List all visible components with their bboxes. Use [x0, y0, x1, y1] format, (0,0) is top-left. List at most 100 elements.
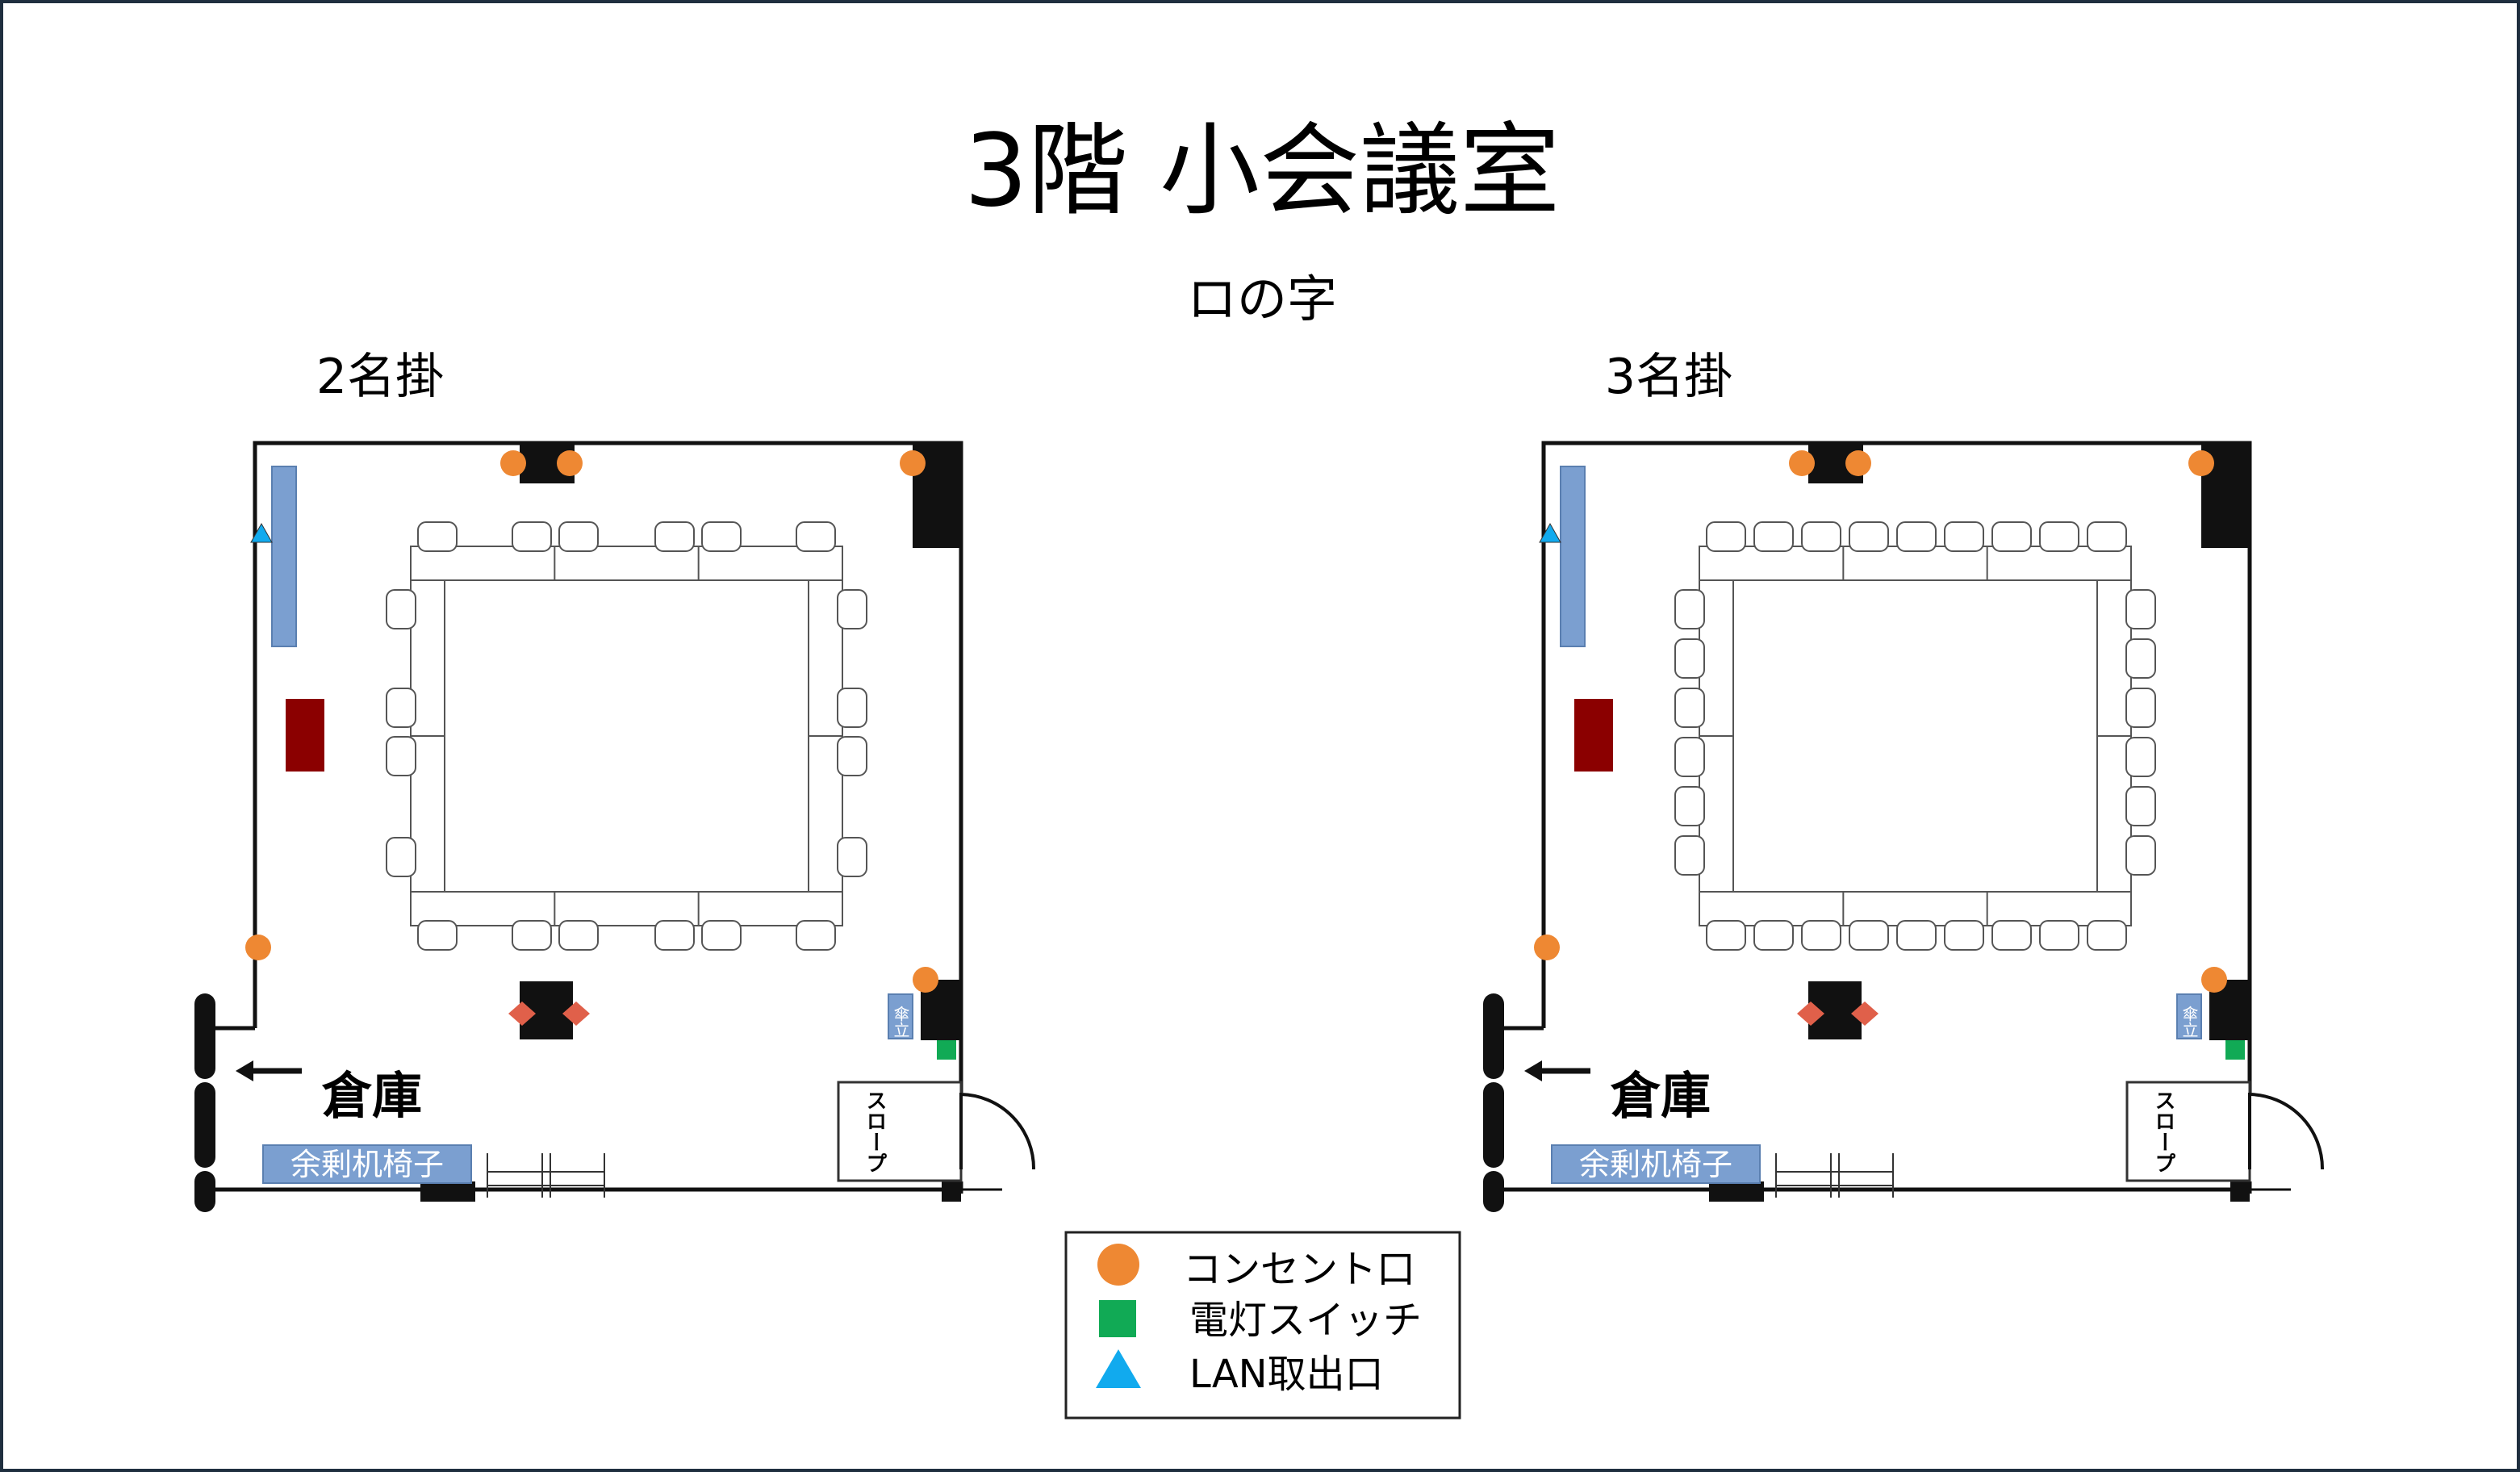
outlet-icon [913, 967, 938, 993]
chair [837, 837, 867, 877]
light-switch-icon [937, 1040, 956, 1060]
chair [2125, 638, 2156, 679]
spare-furniture-panel [1551, 1144, 1761, 1184]
cabinet [1574, 699, 1613, 772]
chair [1896, 521, 1937, 552]
outlet-icon [1845, 450, 1871, 476]
outlet-icon [1789, 450, 1815, 476]
chair [2125, 835, 2156, 876]
entrance-door [959, 1092, 1036, 1170]
chair [837, 688, 867, 728]
chair [386, 589, 416, 629]
lan-legend-icon [1096, 1349, 1141, 1388]
pillar [1709, 1181, 1764, 1202]
lan-port-icon [1539, 522, 1561, 543]
pillar [2230, 1181, 2250, 1202]
chair [1674, 589, 1705, 629]
diamond-icon [508, 1002, 536, 1026]
umbrella-stand-label: 傘立 [2179, 1006, 2199, 1038]
chair [1991, 521, 2032, 552]
chair [1944, 521, 1984, 552]
outlet-icon [500, 450, 526, 476]
chair [386, 837, 416, 877]
slope-label: スロープ [863, 1089, 887, 1173]
outlet-icon [2201, 967, 2227, 993]
arrow-left-icon [1524, 1060, 1542, 1081]
spare-furniture-label: 余剰机椅子 [290, 1147, 444, 1182]
chair [1674, 835, 1705, 876]
legend-label-outlet: コンセント口 [1183, 1247, 1415, 1292]
outlet-icon [1534, 935, 1560, 960]
chair [386, 688, 416, 728]
chair [1801, 920, 1841, 951]
legend: コンセント口 電灯スイッチ LAN取出口 [1064, 1231, 1461, 1420]
legend-label-lan: LAN取出口 [1189, 1352, 1384, 1397]
spare-furniture-panel [262, 1144, 472, 1184]
chair [2039, 920, 2079, 951]
chair [1991, 920, 2032, 951]
umbrella-stand-label: 傘立 [891, 1006, 910, 1038]
light-switch-icon [2225, 1040, 2245, 1060]
umbrella-stand [2176, 993, 2202, 1039]
chair [558, 920, 599, 951]
chair [2125, 589, 2156, 629]
chair [1896, 920, 1937, 951]
lan-port-icon [250, 522, 273, 543]
storage-label: 倉庫 [321, 1066, 422, 1125]
chair [1753, 521, 1794, 552]
chair [558, 521, 599, 552]
outlet-icon [900, 450, 926, 476]
chair [701, 521, 742, 552]
chair [2125, 786, 2156, 826]
slope-box [2125, 1081, 2251, 1182]
chair [386, 736, 416, 776]
pillar [420, 1181, 475, 1202]
chair [1706, 920, 1746, 951]
chair [701, 920, 742, 951]
switch-legend-icon [1099, 1300, 1136, 1337]
chair [1849, 521, 1889, 552]
wall-panel [1560, 466, 1586, 647]
chair [512, 920, 552, 951]
wall-north-east [1541, 441, 2252, 1093]
umbrella-stand [888, 993, 913, 1039]
chair [417, 521, 458, 552]
chair [2087, 920, 2127, 951]
chair [654, 521, 695, 552]
chair [417, 920, 458, 951]
chair [837, 589, 867, 629]
chair [1849, 920, 1889, 951]
chair [2125, 688, 2156, 728]
chair [2125, 737, 2156, 777]
chair [1674, 737, 1705, 777]
pillar [942, 1181, 961, 1202]
chair [796, 521, 836, 552]
wall-north-east [253, 441, 963, 1093]
chair [1674, 786, 1705, 826]
chair [1674, 638, 1705, 679]
chair [1753, 920, 1794, 951]
entrance-door [2248, 1092, 2325, 1170]
outlet-icon [2188, 450, 2214, 476]
slope-box [837, 1081, 963, 1182]
chair [654, 920, 695, 951]
table-bottom [410, 891, 843, 926]
chair [1944, 920, 1984, 951]
spare-furniture-label: 余剰机椅子 [1579, 1147, 1732, 1182]
layout-name: ロの字 [1187, 270, 1337, 328]
chair [2087, 521, 2127, 552]
table-top [410, 546, 843, 581]
storage-label: 倉庫 [1610, 1066, 1711, 1125]
plan-caption: 3名掛 [1605, 349, 1732, 405]
slope-label: スロープ [2151, 1089, 2175, 1173]
outlet-icon [557, 450, 583, 476]
chair [837, 736, 867, 776]
diamond-icon [1851, 1002, 1879, 1026]
chair [1674, 688, 1705, 728]
chair [512, 521, 552, 552]
chair [1801, 521, 1841, 552]
chair [1706, 521, 1746, 552]
cabinet [286, 699, 324, 772]
